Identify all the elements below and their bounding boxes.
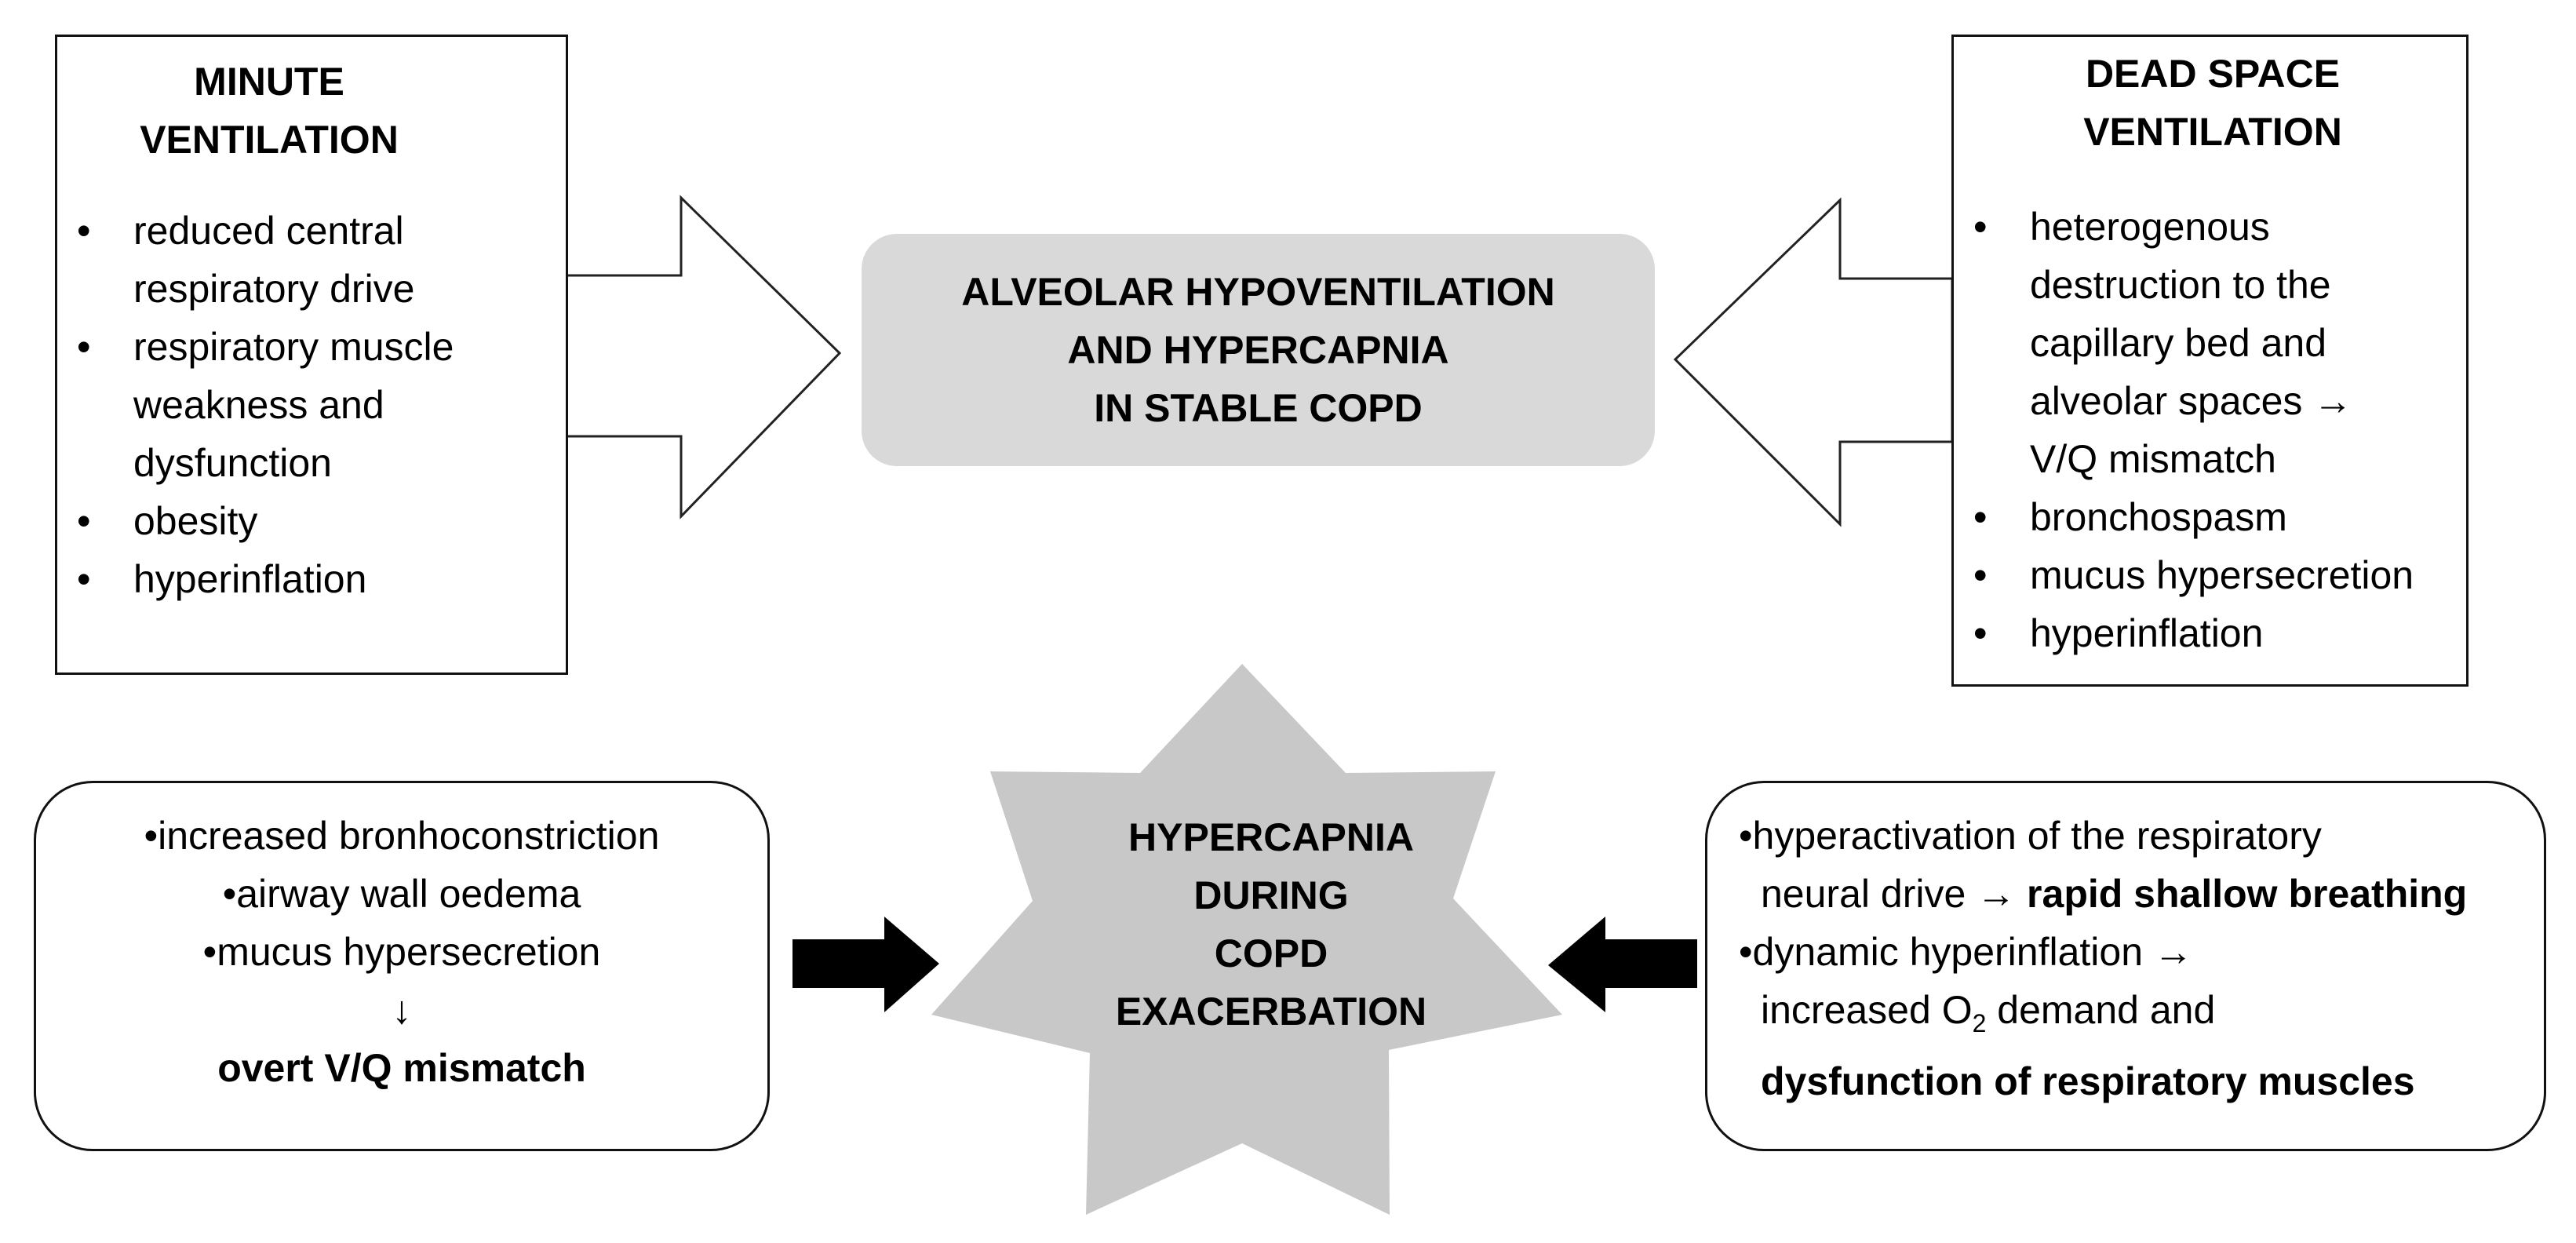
list-item: • heterogenous destruction to the capill… [1973, 198, 2414, 488]
stable-copd-box: ALVEOLAR HYPOVENTILATION AND HYPERCAPNIA… [862, 234, 1655, 466]
exacerbation-title-line: HYPERCAPNIA [1128, 815, 1414, 859]
list-item-text: dysfunction [133, 441, 332, 485]
right-cause-continuation: dysfunction of respiratory muscles [1761, 1059, 2415, 1103]
exacerbation-star [931, 664, 1562, 1215]
dead-space-ventilation-panel: DEAD SPACE VENTILATION • heterogenous de… [1951, 35, 2469, 687]
list-item: • bronchospasm [1973, 488, 2414, 546]
list-item: • obesity [77, 492, 454, 550]
exacerbation-title-line: COPD [1214, 931, 1328, 975]
left-causes-text: •increased bronhoconstriction •airway wa… [36, 807, 767, 1097]
left-causes-panel: •increased bronhoconstriction •airway wa… [34, 781, 770, 1151]
right-causes-panel: •hyperactivation of the respiratory neur… [1705, 781, 2546, 1151]
minute-ventilation-title-line: VENTILATION [140, 118, 399, 162]
list-item-text: respiratory drive [133, 267, 415, 311]
list-item-text: obesity [133, 499, 258, 543]
right-cause-continuation: increased O2 demand and [1761, 988, 2216, 1037]
dead-space-title-line: VENTILATION [2083, 110, 2342, 154]
list-item-text: V/Q mismatch [2030, 437, 2276, 481]
list-item-text: hyperinflation [2030, 611, 2264, 655]
down-arrow-glyph: ↓ [392, 988, 412, 1032]
exacerbation-title-line: EXACERBATION [1115, 990, 1427, 1033]
list-item-text: destruction to the [2030, 263, 2331, 307]
list-item-text: bronchospasm [2030, 495, 2287, 539]
left-cause-item: •mucus hypersecretion [202, 930, 601, 974]
minute-ventilation-panel: MINUTE VENTILATION • reduced central res… [55, 35, 568, 675]
exacerbation-title: HYPERCAPNIA DURING COPD EXACERBATION [965, 808, 1577, 1041]
list-item-text: capillary bed and [2030, 321, 2327, 365]
list-item: • mucus hypersecretion [1973, 546, 2414, 604]
left-cause-item: •airway wall oedema [222, 872, 581, 916]
list-item-text: mucus hypersecretion [2030, 553, 2414, 597]
list-item-text: heterogenous [2030, 205, 2270, 249]
list-item: • hyperinflation [77, 550, 454, 608]
dead-space-ventilation-list: • heterogenous destruction to the capill… [1973, 198, 2414, 662]
minute-ventilation-title-line: MINUTE [194, 60, 344, 104]
list-item-text: reduced central [133, 209, 404, 253]
list-item-text: hyperinflation [133, 557, 367, 601]
stable-copd-title-line: AND HYPERCAPNIA [1067, 328, 1449, 372]
stable-copd-title-line: ALVEOLAR HYPOVENTILATION [961, 270, 1555, 314]
dead-space-title-line: DEAD SPACE [2085, 52, 2341, 96]
left-cause-result: overt V/Q mismatch [217, 1046, 586, 1090]
left-block-arrow [565, 195, 842, 519]
list-item-text: respiratory muscle [133, 325, 454, 369]
dead-space-ventilation-title: DEAD SPACE VENTILATION [2048, 45, 2377, 161]
list-item-text: alveolar spaces → [2030, 379, 2353, 423]
right-cause-item: •dynamic hyperinflation → [1739, 930, 2193, 974]
minute-ventilation-title: MINUTE VENTILATION [104, 53, 434, 169]
right-causes-text: •hyperactivation of the respiratory neur… [1739, 807, 2467, 1110]
minute-ventilation-list: • reduced central respiratory drive • re… [77, 202, 454, 608]
list-item: • respiratory muscle weakness and dysfun… [77, 318, 454, 492]
right-block-arrow [1673, 197, 1954, 527]
stable-copd-title: ALVEOLAR HYPOVENTILATION AND HYPERCAPNIA… [961, 263, 1555, 437]
right-solid-arrow [1548, 917, 1697, 1012]
left-cause-item: •increased bronhoconstriction [144, 814, 660, 858]
right-cause-continuation: neural drive → rapid shallow breathing [1761, 872, 2468, 916]
list-item-text: weakness and [133, 383, 384, 427]
stable-copd-title-line: IN STABLE COPD [1094, 386, 1423, 430]
right-cause-item: •hyperactivation of the respiratory [1739, 814, 2322, 858]
list-item: • hyperinflation [1973, 604, 2414, 662]
left-solid-arrow [792, 917, 939, 1012]
exacerbation-title-line: DURING [1193, 873, 1349, 917]
list-item: • reduced central respiratory drive [77, 202, 454, 318]
